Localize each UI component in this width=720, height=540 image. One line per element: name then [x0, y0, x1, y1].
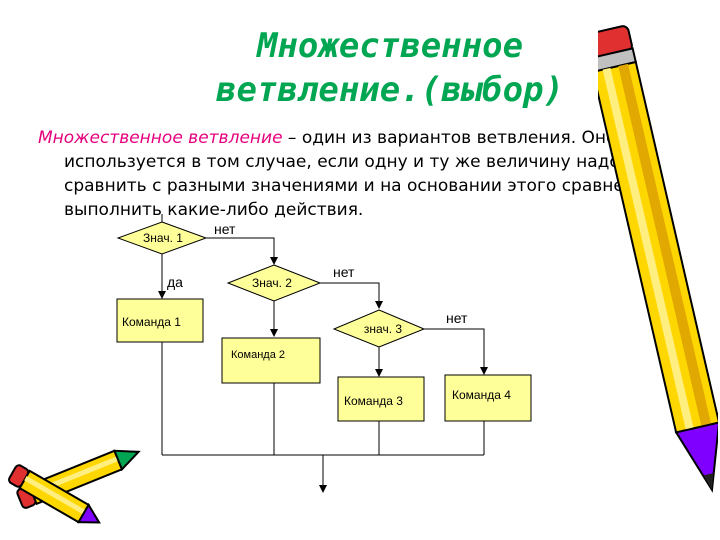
- no-label-3: нет: [446, 310, 468, 326]
- intro-lead-term: Множественное ветвление: [38, 128, 283, 148]
- no-label-2: нет: [333, 264, 355, 280]
- decision-3-label: знач. 3: [364, 322, 402, 336]
- command-2: Команда 2: [221, 337, 321, 384]
- title-line-1: Множественное: [256, 26, 524, 66]
- decision-3: знач. 3: [332, 309, 426, 348]
- decision-2: Знач. 2: [226, 264, 322, 302]
- no-label-1: нет: [214, 221, 236, 237]
- flowchart-connectors: [158, 214, 488, 493]
- pencil-icon: [598, 25, 718, 493]
- command-2-label: Команда 2: [231, 349, 285, 361]
- command-3: Команда 3: [337, 376, 425, 422]
- intro-body: – один из вариантов ветвления. Оно испол…: [64, 128, 657, 220]
- intro-paragraph: Множественное ветвление – один из вариан…: [38, 126, 704, 222]
- slide-title: Множественное ветвление.(выбор): [140, 24, 640, 112]
- command-4-label: Команда 4: [452, 388, 511, 402]
- command-3-label: Команда 3: [344, 394, 403, 408]
- pencil-icon: [8, 464, 101, 524]
- command-1: Команда 1: [116, 298, 204, 343]
- command-4: Команда 4: [444, 374, 532, 422]
- decision-2-label: Знач. 2: [252, 276, 292, 290]
- decision-1: Знач. 1: [116, 221, 208, 255]
- command-1-label: Команда 1: [122, 315, 181, 329]
- decision-1-label: Знач. 1: [143, 231, 183, 245]
- yes-label: да: [167, 274, 183, 290]
- title-line-2: ветвление.(выбор): [216, 70, 564, 110]
